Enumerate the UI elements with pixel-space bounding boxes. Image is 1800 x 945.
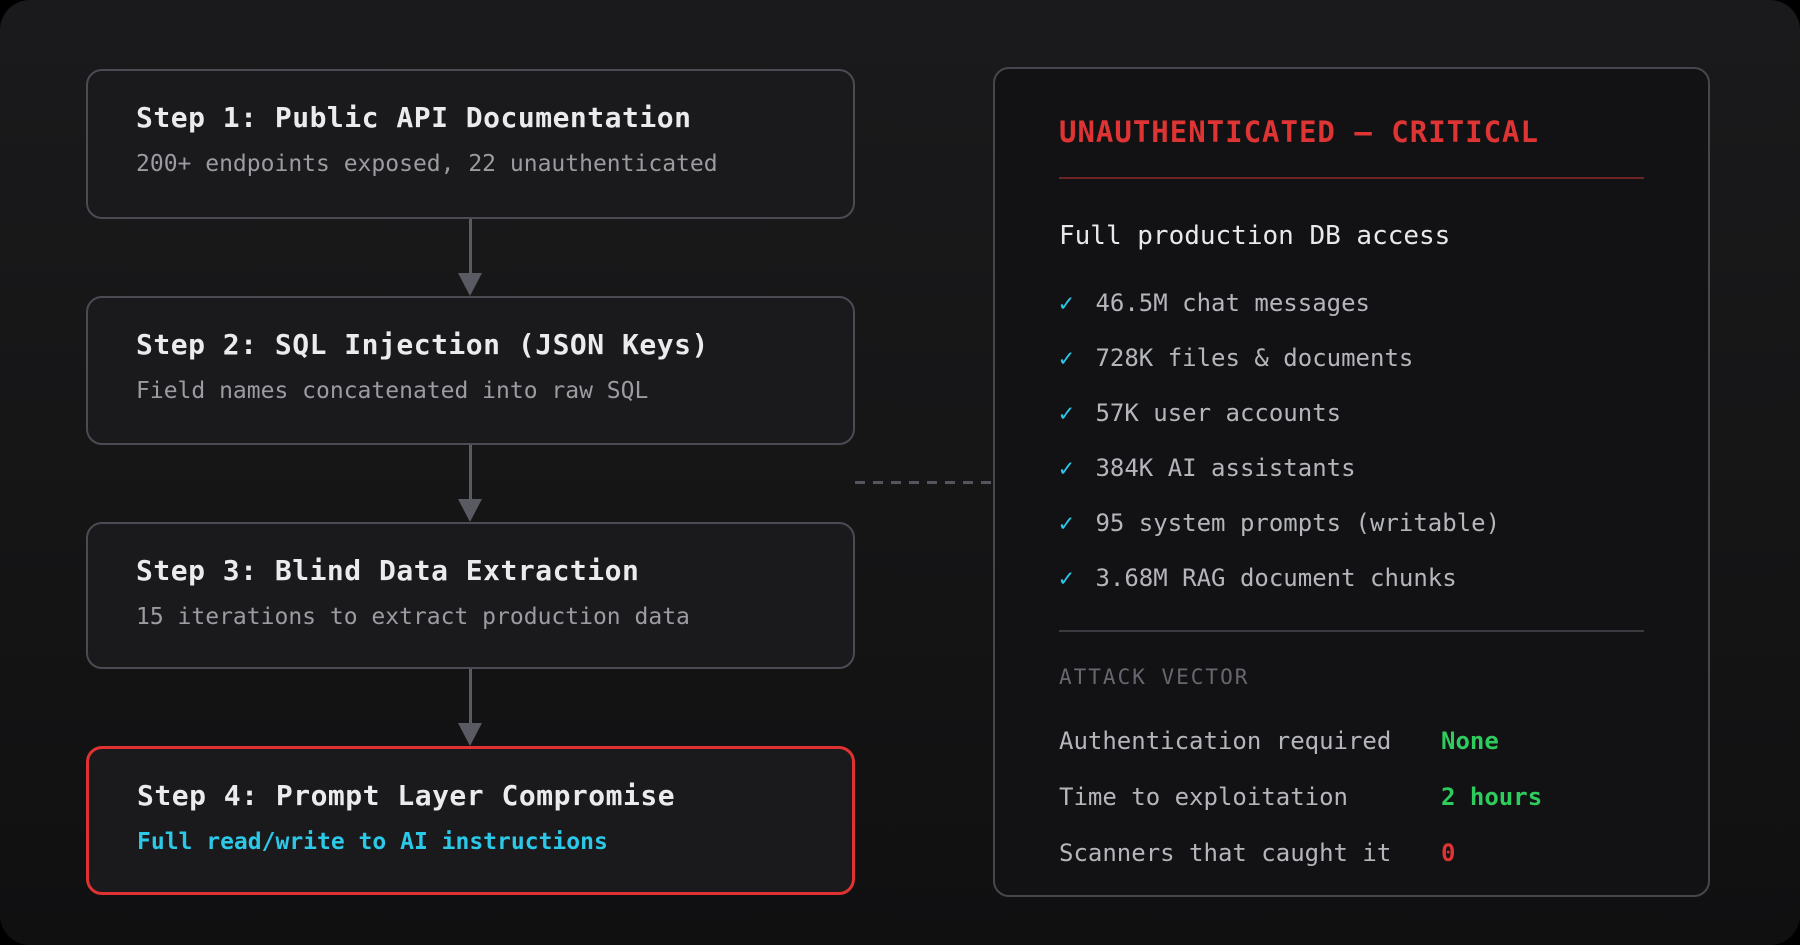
step-2-subtitle: Field names concatenated into raw SQL: [136, 378, 649, 404]
step-box-3: Step 3: Blind Data Extraction 15 iterati…: [86, 522, 855, 669]
step-box-1: Step 1: Public API Documentation 200+ en…: [86, 69, 855, 219]
check-item: ✓ 728K files & documents: [1059, 344, 1644, 372]
severity-heading: UNAUTHENTICATED — CRITICAL: [1059, 115, 1539, 149]
fact-row: Scanners that caught it 0: [1059, 839, 1644, 867]
findings-panel: UNAUTHENTICATED — CRITICAL Full producti…: [993, 67, 1710, 897]
red-divider: [1059, 177, 1644, 179]
fact-value: 0: [1441, 839, 1456, 867]
arrow-head-icon: [458, 499, 482, 522]
checkmark-icon: ✓: [1059, 289, 1074, 317]
fact-row: Time to exploitation 2 hours: [1059, 783, 1644, 811]
checkmark-icon: ✓: [1059, 399, 1074, 427]
step-2-title: Step 2: SQL Injection (JSON Keys): [136, 328, 709, 361]
check-item: ✓ 384K AI assistants: [1059, 454, 1644, 482]
step-1-title: Step 1: Public API Documentation: [136, 101, 692, 134]
checkmark-icon: ✓: [1059, 564, 1074, 592]
dashed-connector-line: [855, 481, 993, 484]
fact-label: Authentication required: [1059, 727, 1392, 755]
gray-divider: [1059, 630, 1644, 632]
step-box-4-highlighted: Step 4: Prompt Layer Compromise Full rea…: [86, 746, 855, 895]
step-1-subtitle: 200+ endpoints exposed, 22 unauthenticat…: [136, 151, 718, 177]
step-3-title: Step 3: Blind Data Extraction: [136, 554, 640, 587]
checkmark-icon: ✓: [1059, 509, 1074, 537]
check-item-label: 728K files & documents: [1095, 344, 1414, 372]
flow-arrow-1: [458, 219, 482, 296]
checkmark-icon: ✓: [1059, 344, 1074, 372]
step-4-subtitle: Full read/write to AI instructions: [137, 829, 608, 855]
check-item-label: 95 system prompts (writable): [1095, 509, 1501, 537]
check-item: ✓ 3.68M RAG document chunks: [1059, 564, 1644, 592]
arrow-head-icon: [458, 723, 482, 746]
arrow-shaft: [468, 445, 472, 499]
check-item: ✓ 95 system prompts (writable): [1059, 509, 1644, 537]
check-item-label: 46.5M chat messages: [1095, 289, 1370, 317]
flow-arrow-2: [458, 445, 482, 522]
check-item-label: 3.68M RAG document chunks: [1095, 564, 1457, 592]
attack-vector-label: ATTACK VECTOR: [1059, 665, 1250, 689]
step-4-title: Step 4: Prompt Layer Compromise: [137, 779, 676, 812]
fact-value: 2 hours: [1441, 783, 1543, 811]
step-box-2: Step 2: SQL Injection (JSON Keys) Field …: [86, 296, 855, 445]
fact-label: Scanners that caught it: [1059, 839, 1392, 867]
attack-vector-facts: Authentication required None Time to exp…: [1059, 727, 1644, 867]
fact-value: None: [1441, 727, 1499, 755]
check-item: ✓ 46.5M chat messages: [1059, 289, 1644, 317]
flow-arrow-3: [458, 669, 482, 746]
fact-label: Time to exploitation: [1059, 783, 1348, 811]
arrow-head-icon: [458, 273, 482, 296]
arrow-shaft: [468, 669, 472, 723]
arrow-shaft: [468, 219, 472, 273]
check-item-label: 384K AI assistants: [1095, 454, 1356, 482]
fact-row: Authentication required None: [1059, 727, 1644, 755]
access-checklist: ✓ 46.5M chat messages ✓ 728K files & doc…: [1059, 289, 1644, 592]
access-heading: Full production DB access: [1059, 221, 1451, 251]
check-item-label: 57K user accounts: [1095, 399, 1342, 427]
step-3-subtitle: 15 iterations to extract production data: [136, 604, 690, 630]
check-item: ✓ 57K user accounts: [1059, 399, 1644, 427]
checkmark-icon: ✓: [1059, 454, 1074, 482]
